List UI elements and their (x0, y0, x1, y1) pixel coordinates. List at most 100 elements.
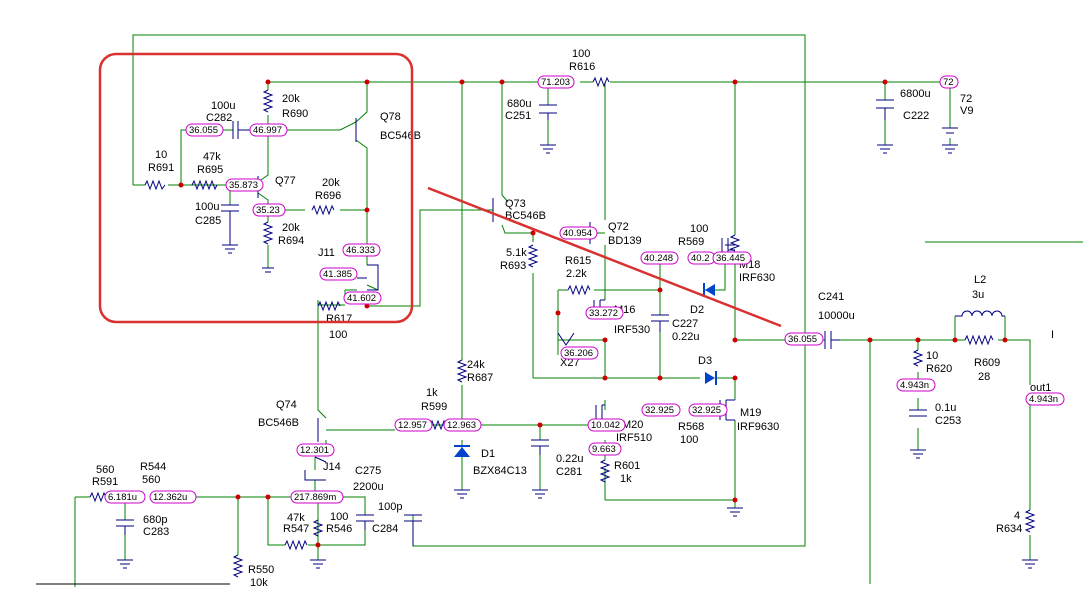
j11-ref: J11 (318, 247, 335, 259)
resistor-r615 (567, 284, 591, 296)
d3-ref: D3 (698, 355, 712, 367)
q74-part: BC546B (258, 417, 299, 429)
r546-value: 100 (330, 511, 348, 523)
net-label: 12.957 (394, 418, 433, 432)
junction-dot (732, 337, 738, 343)
resistor-r617 (317, 300, 341, 312)
net-label: 35.23 (252, 203, 286, 217)
resistor-r691 (144, 179, 166, 191)
junction-dot (952, 337, 958, 343)
c281-value: 0.22u (556, 453, 584, 465)
junction-dot (602, 375, 608, 381)
supply-wires (884, 82, 951, 145)
net-label-text: 32.925 (692, 405, 721, 416)
c284-value: 100p (378, 501, 402, 513)
net-label: 40.2 (687, 251, 716, 265)
capacitor-c241 (824, 331, 840, 349)
c285-value: 100u (195, 201, 219, 213)
net-label-text: 41.602 (347, 293, 376, 304)
c253-ref: C253 (935, 415, 961, 427)
r687-ref: R687 (467, 372, 493, 384)
capacitor-c253 (909, 409, 927, 417)
junction-dot (265, 79, 271, 85)
c227-ref: C227 (672, 318, 698, 330)
net-label-text: 4.943n (900, 380, 929, 391)
junction-dot (602, 337, 608, 343)
net-label: 41.602 (343, 291, 382, 305)
net-label-text: 36.055 (189, 125, 218, 136)
q74-ref: Q74 (276, 399, 297, 411)
d3-wire (533, 377, 736, 400)
net-label: 40.248 (640, 251, 679, 265)
m16-part: IRF530 (614, 324, 650, 336)
net-label-text: 12.301 (300, 445, 329, 456)
q73-ref: Q73 (505, 198, 526, 210)
net-label: 35.873 (225, 178, 264, 192)
ground-symbol (910, 449, 926, 459)
c222-value: 6800u (900, 88, 931, 100)
component-labels: 100 R616 10 R691 100u C282 20k R690 Q78 … (92, 48, 1054, 589)
resistor-r547 (284, 539, 308, 551)
diode-d2 (705, 284, 715, 296)
ground-symbol (532, 489, 548, 499)
net-label-text: 36.206 (564, 348, 593, 359)
c275-ref: C275 (355, 465, 381, 477)
resistor-r620 (912, 349, 924, 367)
symbols (89, 76, 1038, 578)
ground-symbol (454, 489, 470, 499)
diode-d1 (454, 447, 470, 457)
resistor-r616 (592, 76, 610, 88)
resistor-r696 (311, 204, 335, 216)
net-label-text: 6.181u (108, 492, 137, 503)
q73-collector-wire (501, 194, 509, 203)
capacitor-c282 (232, 121, 250, 139)
net-label-text: 12.963 (447, 420, 476, 431)
r569-value: 100 (690, 223, 708, 235)
j14-wires (267, 457, 319, 560)
r591-ref: R591 (92, 476, 118, 488)
junction-dot (882, 79, 888, 85)
net-label: 71.203 (537, 75, 575, 89)
v9-ref: V9 (960, 105, 973, 117)
q73-wires (462, 82, 534, 378)
junction-dot (915, 337, 921, 343)
ground-symbol (310, 559, 326, 569)
r634-ref: R634 (996, 523, 1022, 535)
net-label: 32.925 (641, 403, 681, 417)
capacitor-c281 (531, 439, 549, 455)
j14-ref: J14 (323, 461, 341, 473)
q73-part: BC546B (505, 210, 546, 222)
r568-ref: R568 (678, 421, 704, 433)
net-label-text: 4.943n (1029, 394, 1058, 405)
junction-dot (364, 79, 370, 85)
r694-value: 20k (282, 222, 300, 234)
junction-dot (459, 79, 465, 85)
r601-ref: R601 (614, 460, 640, 472)
r634-value: 4 (1014, 510, 1020, 522)
capacitor-c275 (356, 514, 374, 530)
r599-ref: R599 (421, 401, 447, 413)
j11-out-wire (405, 209, 462, 307)
capacitor-c251 (539, 104, 557, 120)
r550-value: 10k (250, 577, 268, 587)
ground-symbol (1022, 559, 1038, 569)
net-label: 41.385 (319, 267, 358, 281)
resistor-r550 (232, 554, 244, 578)
r544-value: 560 (142, 474, 160, 486)
out1-label: out1 (1030, 382, 1051, 394)
c251-value: 680u (507, 98, 531, 110)
r609-ref: R609 (974, 357, 1000, 369)
net-label-text: 71.203 (541, 77, 570, 88)
r599-value: 1k (426, 387, 438, 399)
resistor-r694 (262, 221, 274, 245)
ground-symbol (262, 267, 274, 273)
junction-dot (530, 230, 536, 236)
resistor-r634 (1024, 509, 1036, 533)
r693-value: 5.1k (506, 247, 527, 259)
junction-dot (732, 497, 738, 503)
m19-ref: M19 (740, 407, 761, 419)
net-label-text: 9.663 (592, 444, 616, 455)
d1-part: BZX84C13 (473, 465, 527, 477)
net-label-text: 12.362u (153, 492, 187, 503)
